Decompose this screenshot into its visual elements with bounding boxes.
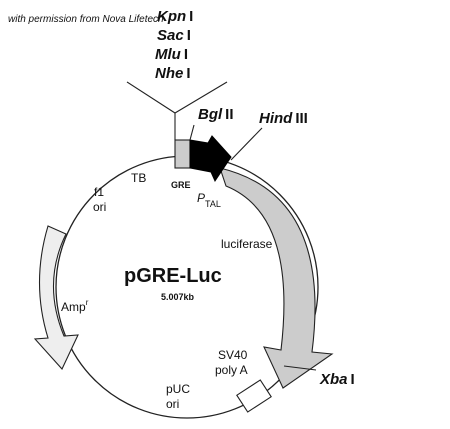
gre-label: GRE xyxy=(171,180,191,190)
credit-text: with permission from Nova Lifetech xyxy=(8,14,164,25)
sv40-label-line1: SV40 xyxy=(218,348,248,362)
amp-resistance-arrow xyxy=(33,225,79,370)
plasmid-size: 5.007kb xyxy=(161,292,195,302)
mcs-line-left xyxy=(126,81,176,114)
puc-label: pUC xyxy=(166,382,190,396)
bglii-line xyxy=(189,124,195,141)
ptal-label: PTAL xyxy=(197,191,221,209)
amp-label: Ampr xyxy=(61,298,89,314)
promoter-arrow xyxy=(189,135,232,183)
plasmid-name: pGRE-Luc xyxy=(124,265,222,287)
sv40-polya-box xyxy=(236,379,272,413)
gre-box xyxy=(174,139,191,169)
xbai-line xyxy=(283,365,317,371)
sv40-label-line2: poly A xyxy=(215,363,248,377)
puc-ori-label: ori xyxy=(166,397,179,411)
f1-label: f1 xyxy=(94,185,104,199)
luciferase-arrow xyxy=(219,167,334,389)
luciferase-label: luciferase xyxy=(221,237,273,251)
f1-ori-label: ori xyxy=(93,200,106,214)
tb-label: TB xyxy=(131,171,146,185)
mcs-line-right xyxy=(174,81,228,114)
hindiii-line xyxy=(230,127,263,161)
